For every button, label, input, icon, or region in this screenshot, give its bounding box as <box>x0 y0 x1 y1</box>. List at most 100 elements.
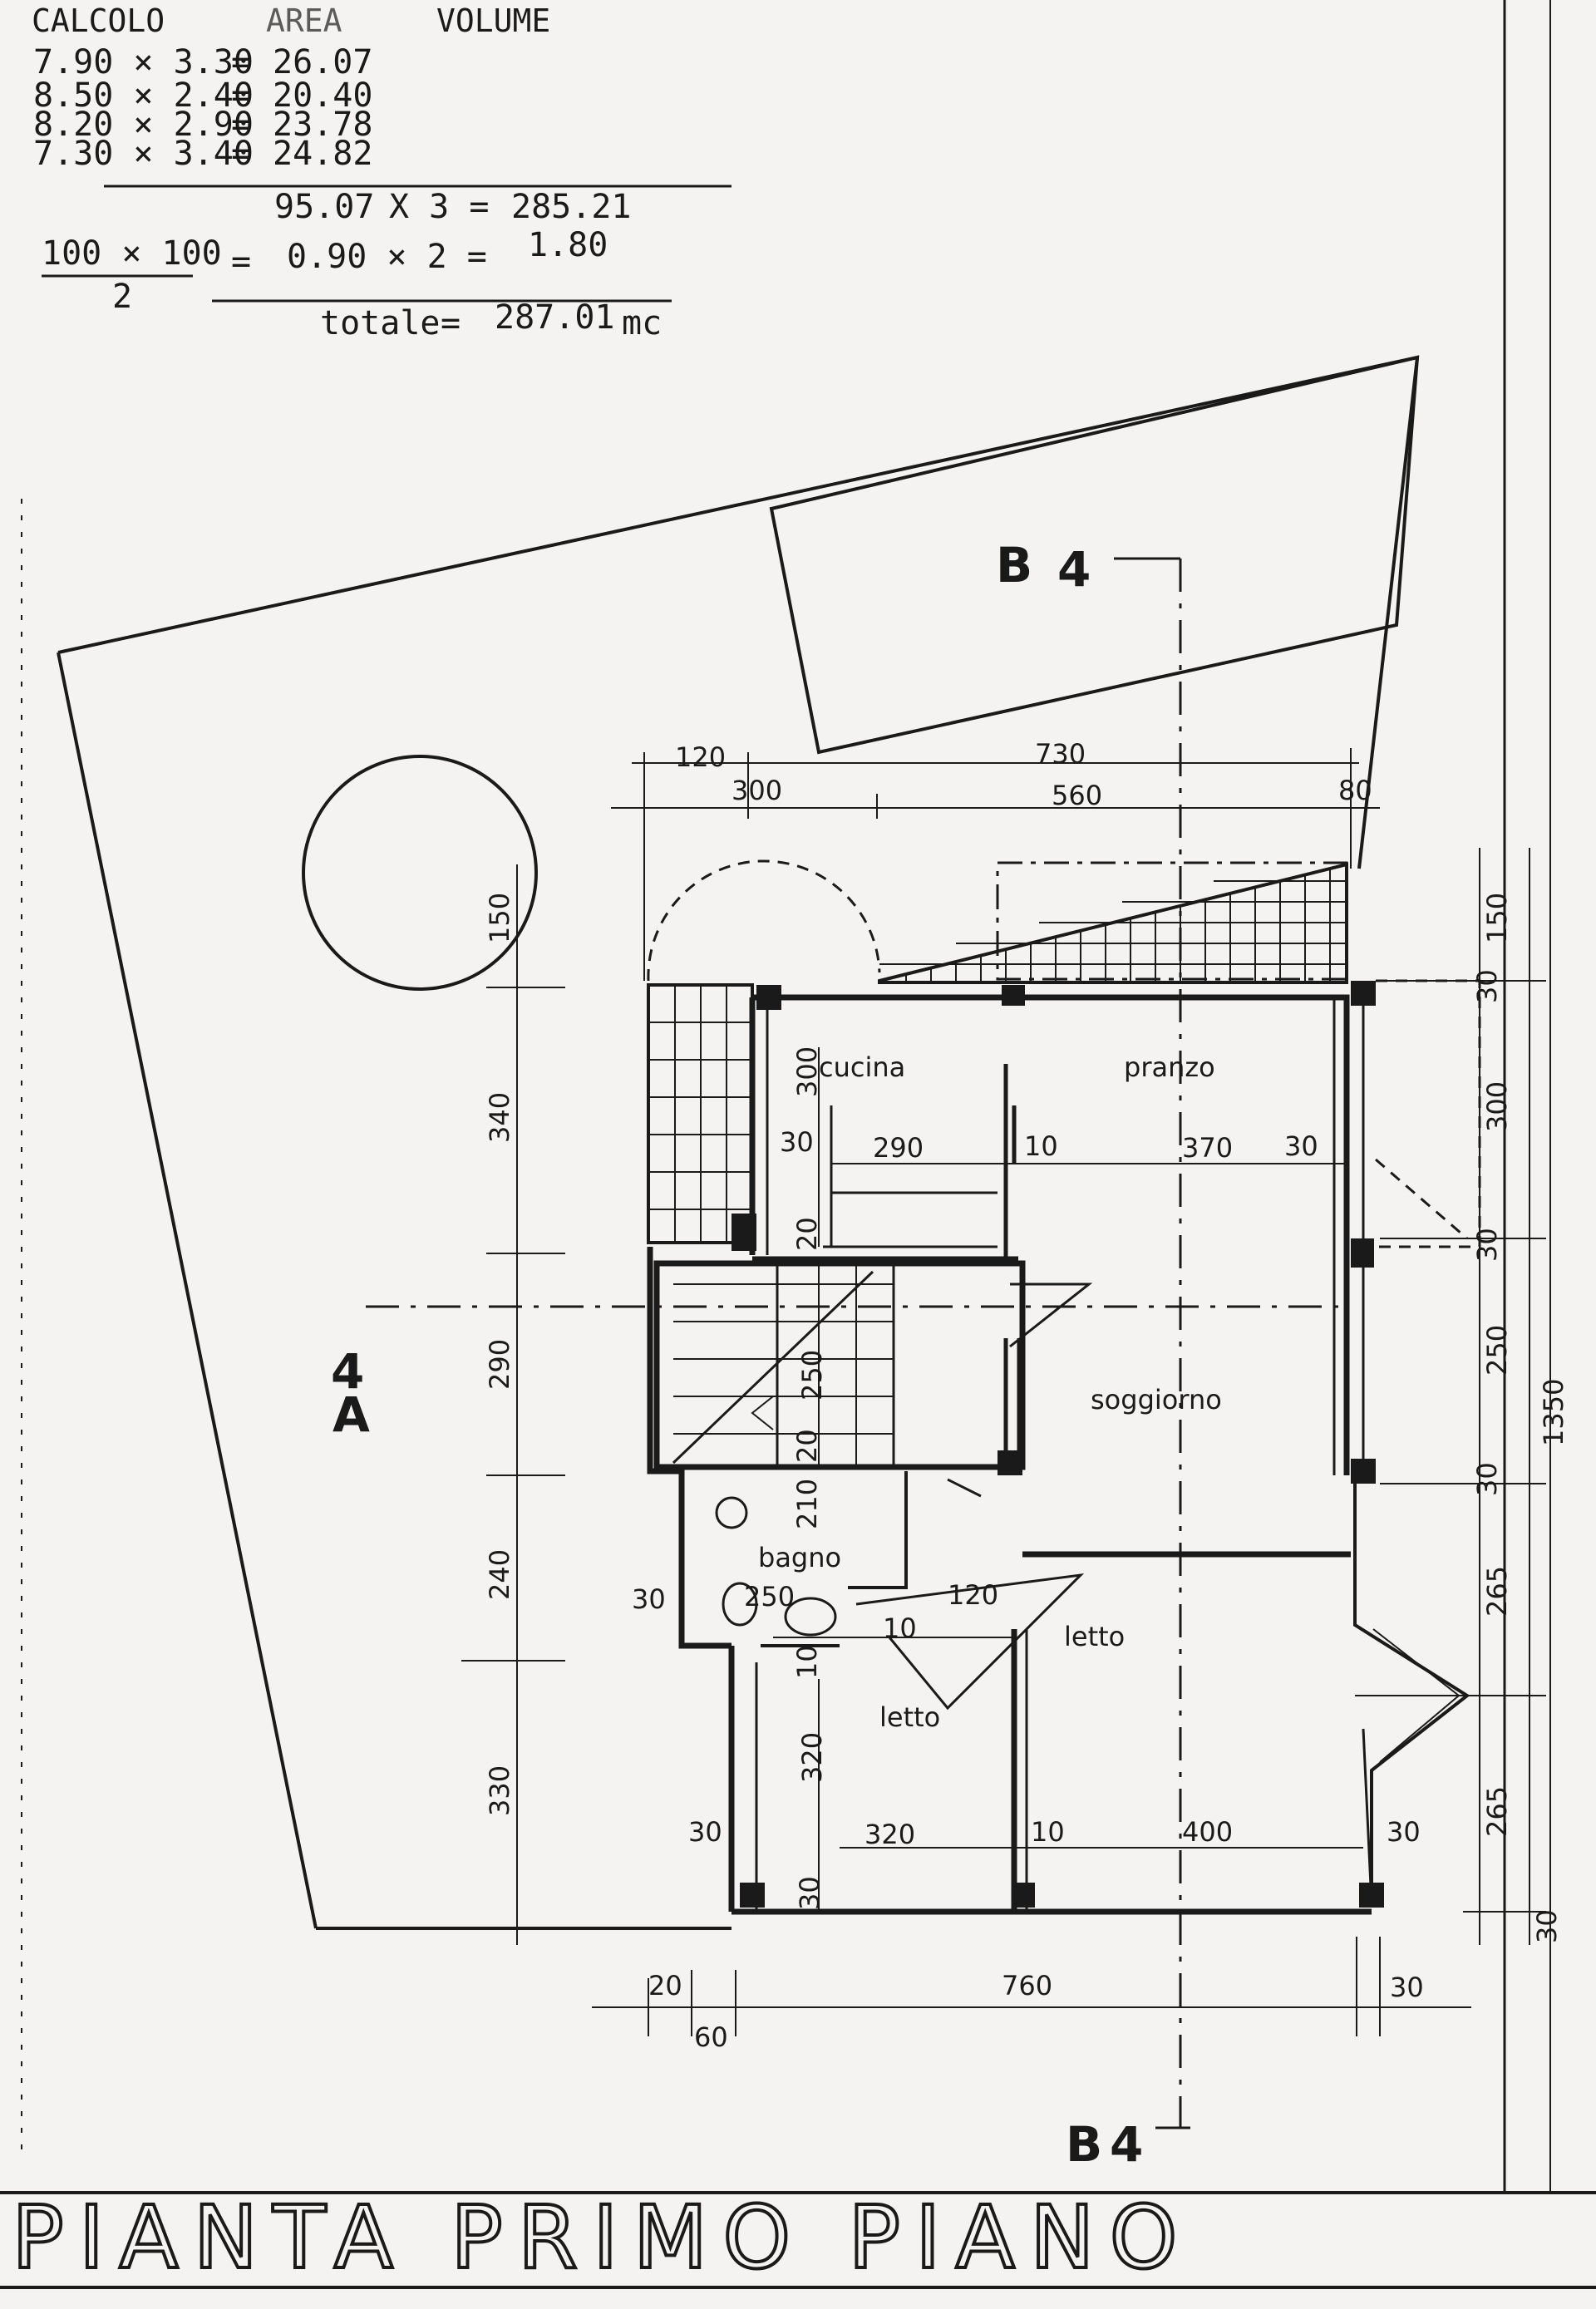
bay-projection <box>1376 979 1481 1248</box>
calc-row-2-expr: 8.50 × 2.40 <box>33 76 254 115</box>
dim-top-560: 560 <box>1052 780 1102 811</box>
dim-in-320v: 320 <box>796 1732 828 1783</box>
dim-in-10c: 10 <box>791 1645 823 1679</box>
left-balcony-hatch <box>647 983 754 1244</box>
dim-in-210: 210 <box>791 1479 823 1529</box>
calc-total-eq: = <box>441 304 461 342</box>
drawing-title: PIANTA PRIMO PIANO <box>12 2187 1192 2288</box>
dim-left-240: 240 <box>484 1549 515 1600</box>
dimension-lines <box>461 748 1546 2036</box>
calc-triangle-den: 2 <box>112 278 132 316</box>
volume-calculation: CALCOLO AREA VOLUME 7.90 × 3.30 = 26.07 … <box>32 2 732 342</box>
bidet-icon <box>784 1597 837 1637</box>
dim-right-30c: 30 <box>1471 1462 1503 1496</box>
dim-in-300: 300 <box>791 1046 823 1097</box>
dim-top-730: 730 <box>1035 738 1086 770</box>
terrace-outline <box>878 862 1348 984</box>
calc-subtotal-sum: 95.07 <box>274 188 374 226</box>
room-label-letto-1: letto <box>1064 1621 1125 1652</box>
dimension-texts: 120 730 300 560 80 150 340 290 240 330 1… <box>484 738 1569 2053</box>
toilet-icon <box>722 1582 758 1627</box>
dim-in-320h: 320 <box>864 1819 915 1850</box>
dim-left-290: 290 <box>484 1339 515 1390</box>
terrace-roof-projection <box>996 861 1348 981</box>
calc-header-calcolo: CALCOLO <box>32 2 165 39</box>
calc-total-unit: mc <box>622 304 662 342</box>
calc-row-1-expr: 7.90 × 3.30 <box>33 43 254 81</box>
dim-top-80: 80 <box>1338 775 1372 806</box>
dim-left-150: 150 <box>484 893 515 943</box>
calc-subtotal-mult: X 3 = <box>389 188 489 226</box>
columns <box>732 981 1384 1908</box>
dim-in-30f: 30 <box>794 1876 825 1910</box>
calc-row-2-res: 20.40 <box>273 76 372 115</box>
room-label-pranzo: pranzo <box>1124 1051 1215 1083</box>
dim-left-340: 340 <box>484 1092 515 1143</box>
calc-row-1-eq: = <box>231 43 251 81</box>
dim-right-265b: 265 <box>1481 1786 1513 1837</box>
dim-in-250b: 250 <box>744 1581 795 1612</box>
outbuilding-outline <box>769 355 1420 755</box>
dim-in-10b: 10 <box>883 1612 917 1644</box>
dim-right-1350: 1350 <box>1538 1379 1569 1446</box>
door-arc-dashed <box>647 859 881 982</box>
dim-in-370: 370 <box>1182 1132 1233 1164</box>
dim-in-400: 400 <box>1182 1816 1233 1848</box>
bathroom-fixtures <box>715 1496 837 1637</box>
interior-walls <box>653 1064 1351 1912</box>
dim-in-20b: 20 <box>791 1429 823 1463</box>
calc-total-res: 287.01 <box>495 298 615 337</box>
lot-left-edge <box>57 652 318 1929</box>
terrace-hatch <box>878 862 1348 984</box>
dim-in-30a: 30 <box>780 1126 814 1158</box>
room-label-soggiorno: soggiorno <box>1091 1384 1222 1415</box>
dim-right-250: 250 <box>1481 1325 1513 1376</box>
calc-total-label: totale <box>320 304 441 342</box>
dim-right-30d: 30 <box>1531 1909 1563 1943</box>
calc-header-volume: VOLUME <box>436 2 550 39</box>
dim-in-30d: 30 <box>688 1816 722 1848</box>
section-markers: B 4 B 4 A 4 <box>331 537 1143 2173</box>
section-b-top-letter: B <box>996 537 1032 593</box>
calc-triangle-num: 100 × 100 <box>42 234 222 273</box>
sink-icon <box>715 1496 748 1529</box>
dim-in-290: 290 <box>873 1132 924 1164</box>
calc-row-3-res: 23.78 <box>273 106 372 144</box>
exterior-walls <box>647 989 1470 1915</box>
room-labels: cucina pranzo soggiorno bagno letto lett… <box>758 1051 1222 1733</box>
room-label-cucina: cucina <box>819 1051 905 1083</box>
dim-right-30b: 30 <box>1471 1228 1503 1262</box>
dim-bot-760: 760 <box>1002 1970 1052 2001</box>
dim-right-30a: 30 <box>1471 969 1503 1003</box>
section-b-top-num: 4 <box>1057 541 1091 598</box>
calc-row-4-expr: 7.30 × 3.40 <box>33 135 254 173</box>
calc-row-1-res: 26.07 <box>273 43 372 81</box>
dim-top-120: 120 <box>675 741 726 773</box>
room-label-bagno: bagno <box>758 1542 841 1573</box>
dim-right-300: 300 <box>1481 1081 1513 1132</box>
dim-bot-60: 60 <box>694 2021 728 2053</box>
dim-in-10d: 10 <box>1031 1816 1065 1848</box>
tree-circle <box>302 755 538 991</box>
calc-triangle-res: 1.80 <box>528 226 608 264</box>
dim-in-120: 120 <box>948 1579 998 1611</box>
calc-triangle-eq: = <box>231 243 251 281</box>
dim-right-150: 150 <box>1481 893 1513 943</box>
dim-in-20a: 20 <box>791 1217 823 1251</box>
calc-row-2-eq: = <box>231 76 251 115</box>
dim-right-265a: 265 <box>1481 1566 1513 1617</box>
section-a-letter: A <box>332 1386 370 1443</box>
dim-in-30c: 30 <box>632 1583 666 1615</box>
dim-bot-20: 20 <box>648 1970 682 2001</box>
calc-header-area: AREA <box>266 2 342 39</box>
section-b-bottom-letter: B <box>1066 2116 1102 2173</box>
section-a-num: 4 <box>331 1343 364 1400</box>
room-label-letto-2: letto <box>879 1701 940 1733</box>
dim-bot-30: 30 <box>1390 1972 1424 2003</box>
calc-subtotal-res: 285.21 <box>511 188 632 226</box>
dim-in-250: 250 <box>796 1350 828 1401</box>
calc-triangle-expr: 0.90 × 2 = <box>287 238 487 276</box>
calc-row-4-eq: = <box>231 135 251 173</box>
building <box>366 557 1481 2129</box>
